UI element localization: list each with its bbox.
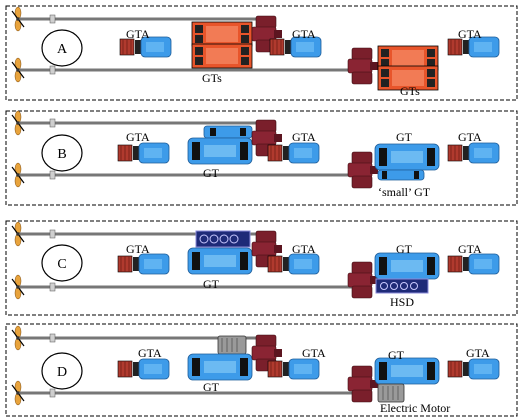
electric-motor-lower	[377, 383, 405, 403]
gt-orange	[191, 21, 253, 47]
gta-label: GTA	[126, 27, 150, 41]
gt-label: GT	[388, 348, 405, 362]
gta-unit	[267, 253, 320, 275]
gts-label: GTs	[400, 84, 420, 98]
gearbox-icon	[347, 261, 379, 299]
gt-blue	[187, 353, 253, 381]
gta-unit	[117, 358, 170, 380]
gta-unit	[447, 358, 500, 380]
coupling-icon	[49, 14, 56, 24]
panel-d-border	[5, 323, 518, 417]
gta-unit	[117, 253, 170, 275]
panel-a-border	[5, 5, 518, 101]
panel-b: B GTA GT GTA GT ‘small’ GT GTA	[5, 110, 518, 206]
gta-label: GTA	[458, 130, 482, 144]
electric-motor-label: Electric Motor	[380, 401, 450, 415]
gta-label: GTA	[466, 346, 490, 360]
gt-label: GT	[396, 242, 413, 256]
config-circle	[41, 29, 83, 67]
config-label: B	[57, 147, 66, 162]
gt-orange	[191, 43, 253, 69]
gta-label: GTA	[292, 27, 316, 41]
hsd-lower	[375, 278, 429, 294]
gearbox-icon	[347, 47, 379, 85]
panel-a: A GTA GTs GTA GTs GTA	[5, 5, 518, 101]
gt-label: GT	[203, 380, 220, 394]
coupling-icon	[49, 65, 56, 75]
gta-label: GTA	[138, 346, 162, 360]
panel-b-border	[5, 110, 518, 206]
gt-blue	[187, 137, 253, 165]
gta-label: GTA	[126, 130, 150, 144]
panel-c: C GTA GT GTA GT HSD GTA	[5, 220, 518, 316]
hsd-label: HSD	[390, 295, 414, 309]
gta-label: GTA	[292, 130, 316, 144]
gt-label: GT	[203, 166, 220, 180]
panel-c-border	[5, 220, 518, 316]
coupling-icon	[49, 333, 56, 343]
coupling-icon	[49, 118, 56, 128]
config-circle	[41, 244, 83, 282]
gt-label: GT	[396, 130, 413, 144]
config-label: C	[57, 257, 66, 272]
gt-blue	[374, 143, 440, 171]
panel-d: D GTA GT GTA GT Electric Motor GTA	[5, 323, 518, 417]
small-gt-label: ‘small’ GT	[378, 185, 431, 199]
config-label: D	[57, 365, 67, 380]
gta-label: GTA	[302, 346, 326, 360]
gt-blue	[374, 357, 440, 385]
gta-unit	[447, 142, 500, 164]
gta-unit	[267, 358, 320, 380]
coupling-icon	[49, 170, 56, 180]
gta-unit	[447, 253, 500, 275]
coupling-icon	[49, 282, 56, 292]
gt-label: GT	[203, 277, 220, 291]
gta-unit	[267, 142, 320, 164]
gta-label: GTA	[292, 242, 316, 256]
gts-label: GTs	[202, 71, 222, 85]
config-circle	[41, 352, 83, 390]
gearbox-icon	[347, 365, 379, 403]
gt-small-lower	[377, 169, 425, 181]
coupling-icon	[49, 388, 56, 398]
gta-label: GTA	[458, 27, 482, 41]
hsd-upper	[195, 230, 251, 248]
gta-label: GTA	[458, 242, 482, 256]
gt-blue	[374, 252, 440, 280]
gta-label: GTA	[126, 242, 150, 256]
gta-unit	[117, 142, 170, 164]
gt-blue	[187, 247, 253, 275]
coupling-icon	[49, 229, 56, 239]
gearbox-icon	[347, 151, 379, 189]
config-label: A	[57, 42, 68, 57]
config-circle	[41, 134, 83, 172]
